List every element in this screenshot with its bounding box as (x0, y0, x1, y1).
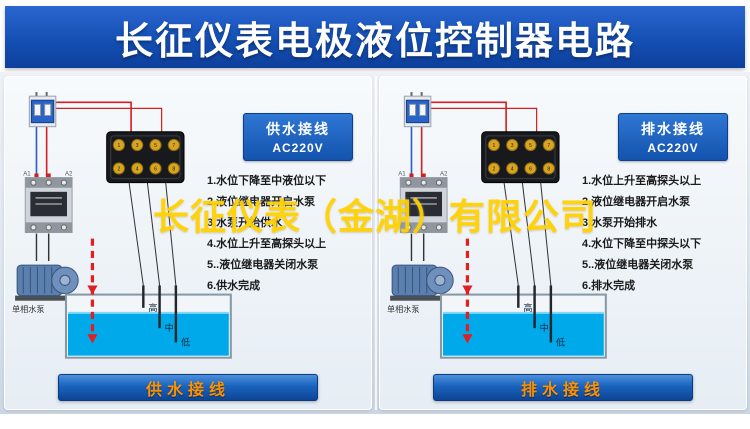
ac-contactor: A1 A2 (23, 171, 73, 234)
drain-steps-list: 1.水位上升至高探头以上 2.液位继电器开启水泵 3.水泵开始排水 4.水位下降… (582, 171, 740, 297)
probe-low-label: 低 (556, 336, 565, 347)
relay-terminal-number: 6 (154, 166, 157, 172)
badge-title: 供水接线 (266, 121, 330, 137)
probe-high-label: 高 (148, 302, 157, 313)
relay-terminal-number: 7 (547, 143, 550, 149)
relay-terminal-number: 6 (529, 166, 532, 172)
wires (409, 92, 552, 286)
step-item: 3.水泵开始供水 (207, 217, 283, 229)
probe-mid-label: 中 (540, 322, 549, 333)
pump-motor: 单相水泵 (12, 264, 79, 314)
probe-high-label: 高 (523, 302, 532, 313)
step-item: 3.水泵开始排水 (582, 217, 658, 229)
probe-mid-label: 中 (165, 322, 174, 333)
drain-bottom-label: 排水接线 (520, 381, 605, 399)
step-item: 2.液位继电器开启水泵 (207, 196, 316, 208)
relay-terminal-number: 4 (136, 166, 139, 172)
electrode-probes: 高 中 低 (142, 285, 190, 347)
page-title: 长征仪表电极液位控制器电路 (114, 20, 635, 63)
contactor-a2-label: A2 (440, 171, 448, 178)
water-flow-arrow (87, 238, 98, 344)
contactor-a1-label: A1 (23, 171, 31, 178)
relay-terminal-number: 5 (529, 143, 532, 149)
relay-terminal-number: 8 (172, 166, 175, 172)
supply-bottom-banner: 供水接线 (58, 374, 318, 401)
contactor-a1-label: A1 (398, 171, 406, 178)
step-item: 6.供水完成 (207, 280, 261, 292)
supply-circuit-diagram: 1 3 5 7 2 4 6 8 A1 A2 (12, 92, 232, 359)
electrode-probes: 高 中 低 (517, 285, 565, 347)
drain-wiring-badge: 排水接线 AC220V (618, 113, 728, 161)
drain-circuit-diagram: 1 3 5 7 2 4 6 8 A1 A2 (387, 92, 607, 359)
step-item: 5..液位继电器关闭水泵 (582, 259, 694, 271)
panel-water-drain: 1 3 5 7 2 4 6 8 A1 A2 (379, 76, 747, 410)
drain-bottom-banner: 排水接线 (433, 374, 693, 401)
relay-terminal-number: 1 (117, 143, 120, 149)
relay-terminal-number: 4 (511, 166, 514, 172)
step-item: 5..液位继电器关闭水泵 (207, 259, 319, 271)
supply-wiring-badge: 供水接线 AC220V (243, 113, 353, 161)
water-flow-arrow (462, 238, 473, 344)
panel-water-supply: 1 3 5 7 2 4 6 8 A1 A2 (4, 76, 372, 410)
step-item: 6.排水完成 (582, 280, 636, 292)
step-item: 1.水位下降至中液位以下 (207, 175, 327, 187)
relay-terminal-number: 2 (492, 166, 495, 172)
step-item: 4.水位下降至中探头以下 (582, 238, 702, 250)
relay-terminal-number: 1 (492, 143, 495, 149)
level-relay-base: 1 3 5 7 2 4 6 8 (106, 131, 185, 184)
step-item: 4.水位上升至高探头以上 (207, 238, 327, 250)
pump-motor: 单相水泵 (387, 264, 454, 314)
contactor-a2-label: A2 (65, 171, 73, 178)
circuit-breaker (403, 95, 432, 128)
ac-contactor: A1 A2 (398, 171, 448, 234)
pump-label: 单相水泵 (387, 304, 420, 314)
title-banner: 长征仪表电极液位控制器电路 (5, 6, 745, 68)
panel-divider (375, 76, 377, 410)
supply-bottom-label: 供水接线 (145, 381, 230, 399)
relay-terminal-number: 8 (547, 166, 550, 172)
step-item: 1.水位上升至高探头以上 (582, 175, 702, 187)
level-relay-base: 1 3 5 7 2 4 6 8 (481, 131, 560, 184)
relay-terminal-number: 3 (136, 143, 139, 149)
main-area: 1 3 5 7 2 4 6 8 A1 A2 (0, 72, 750, 414)
pump-label: 单相水泵 (12, 304, 45, 314)
badge-voltage: AC220V (647, 141, 699, 155)
badge-voltage: AC220V (272, 141, 324, 155)
step-item: 2.液位继电器开启水泵 (582, 196, 691, 208)
probe-low-label: 低 (181, 336, 190, 347)
relay-terminal-number: 2 (117, 166, 120, 172)
relay-terminal-number: 5 (154, 143, 157, 149)
supply-steps-list: 1.水位下降至中液位以下 2.液位继电器开启水泵 3.水泵开始供水 4.水位上升… (207, 171, 365, 297)
badge-title: 排水接线 (641, 121, 705, 137)
relay-terminal-number: 3 (511, 143, 514, 149)
circuit-breaker (28, 95, 57, 128)
relay-terminal-number: 7 (172, 143, 175, 149)
